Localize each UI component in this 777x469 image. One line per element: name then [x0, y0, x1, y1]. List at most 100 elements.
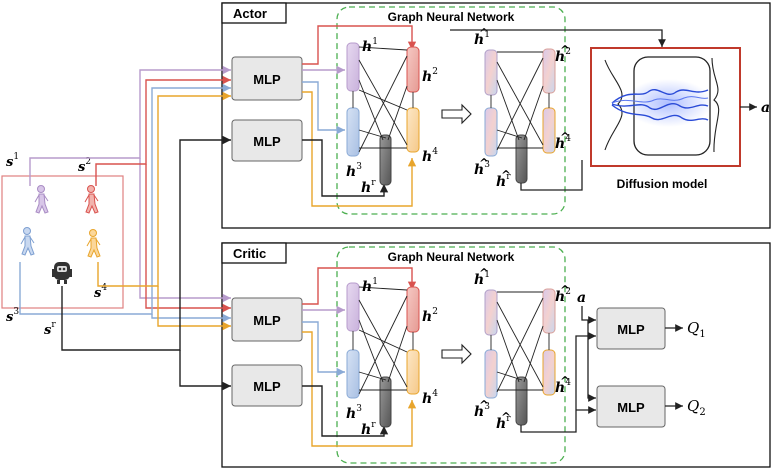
- critic-node-h1: [346, 282, 360, 332]
- critic-node-h3: [346, 349, 360, 399]
- critic-action-label: a: [577, 290, 586, 306]
- critic-label-hat-h3: h3: [474, 402, 490, 420]
- critic-mlp-agents: MLP: [231, 297, 303, 342]
- actor-label-hat-h1: h1: [474, 30, 490, 48]
- critic-out-graph-edges: [490, 291, 550, 393]
- critic-node-hat-h3: [484, 349, 498, 399]
- critic-hat-2: ^: [560, 283, 570, 297]
- diffusion-model-label: Diffusion model: [617, 177, 708, 191]
- critic-node-h4: [406, 349, 420, 395]
- actor-label-h4: h4: [422, 147, 438, 165]
- actor-hat-r: ^: [501, 168, 511, 182]
- actor-mlp-robot: MLP: [231, 119, 303, 162]
- actor-label-hat-h4: h4: [555, 134, 571, 152]
- actor-hat-2: ^: [560, 43, 570, 57]
- critic-node-hr: [379, 376, 392, 428]
- critic-panel: Critic: [221, 242, 771, 468]
- actor-label-h3: h3: [346, 162, 362, 180]
- actor-title: Actor: [233, 6, 267, 21]
- actor-label-hat-h2: h2: [555, 47, 571, 65]
- actor-label-hat-h3: h3: [474, 160, 490, 178]
- actor-node-hat-h2: [542, 48, 556, 94]
- critic-mlp-q1: MLP: [596, 307, 666, 350]
- actor-node-hr: [379, 134, 392, 186]
- actor-out-graph-edges: [490, 51, 550, 151]
- critic-label-hat-h2: h2: [555, 287, 571, 305]
- q2-output-label: Q2: [687, 397, 706, 418]
- critic-label-h3: h3: [346, 404, 362, 422]
- actor-mlp-agents: MLP: [231, 56, 303, 101]
- critic-mlp-q2-label: MLP: [617, 400, 645, 415]
- critic-gnn-title: Graph Neural Network: [388, 250, 515, 264]
- walking-person-icon-blue: [20, 227, 35, 256]
- q1-output-label: Q1: [687, 319, 706, 340]
- scene-panel: [1, 175, 124, 309]
- actor-mlp-robot-label: MLP: [253, 134, 281, 149]
- critic-label-hat-h1: h1: [474, 270, 490, 288]
- critic-node-hat-h2: [542, 288, 556, 334]
- actor-label-h1: h1: [362, 37, 378, 55]
- critic-mlp-robot: MLP: [231, 364, 303, 407]
- critic-label-hr: hr: [361, 420, 376, 438]
- actor-node-hat-h3: [484, 107, 498, 157]
- actor-node-hat-h1: [484, 49, 498, 96]
- actor-node-h3: [346, 107, 360, 157]
- actor-hat-4: ^: [560, 130, 570, 144]
- walking-person-icon-red: [84, 185, 99, 214]
- robot-icon: [52, 262, 72, 284]
- actor-graph-edges: [352, 46, 414, 153]
- critic-q-wires: [520, 306, 596, 433]
- input-wires: [19, 65, 231, 391]
- critic-node-hat-h1: [484, 289, 498, 336]
- actor-label-hr: hr: [361, 178, 376, 196]
- diffusion-model: [590, 47, 741, 167]
- state-label-r: sr: [44, 320, 56, 338]
- critic-title-tab: [221, 242, 287, 264]
- actor-gnn-box: [336, 6, 566, 215]
- actor-hat-1: ^: [479, 26, 489, 40]
- actor-node-hat-h4: [542, 107, 556, 154]
- critic-mlp-q2: MLP: [596, 385, 666, 428]
- hollow-right-arrow-icon: [441, 343, 472, 365]
- critic-node-h2: [406, 286, 420, 333]
- gnn-to-diffusion-wire: [450, 29, 666, 47]
- actor-title-tab: [221, 2, 287, 24]
- critic-mlp-q1-label: MLP: [617, 322, 645, 337]
- actor-node-h2: [406, 46, 420, 93]
- critic-label-hat-h4: h4: [555, 378, 571, 396]
- critic-label-h4: h4: [422, 389, 438, 407]
- actor-mlp-agents-label: MLP: [253, 72, 281, 87]
- critic-label-h1: h1: [362, 277, 378, 295]
- critic-node-hat-h4: [542, 349, 556, 396]
- actor-embed-wires: [302, 25, 417, 207]
- walking-person-icon-orange: [86, 229, 101, 258]
- state-label-4: s4: [94, 283, 107, 301]
- actor-node-h1: [346, 42, 360, 92]
- critic-mlp-agents-label: MLP: [253, 313, 281, 328]
- actor-to-diffusion-wire: [520, 160, 583, 191]
- critic-label-hat-hr: hr: [496, 414, 511, 432]
- actor-label-hat-hr: hr: [496, 172, 511, 190]
- critic-hat-1: ^: [479, 266, 489, 280]
- actor-hat-3: ^: [479, 156, 489, 170]
- critic-embed-wires: [302, 267, 417, 447]
- critic-hat-4: ^: [560, 374, 570, 388]
- state-label-3: s3: [6, 307, 19, 325]
- critic-node-hat-hr: [515, 376, 528, 426]
- critic-title: Critic: [233, 246, 266, 261]
- actor-label-h2: h2: [422, 67, 438, 85]
- hollow-right-arrow-icon: [441, 103, 472, 125]
- critic-mlp-robot-label: MLP: [253, 379, 281, 394]
- critic-gnn-box: [336, 246, 566, 464]
- critic-hat-r: ^: [501, 410, 511, 424]
- actor-panel: Actor: [221, 2, 771, 229]
- state-label-1: s1: [6, 152, 19, 170]
- walking-person-icon-purple: [34, 185, 49, 214]
- critic-hat-3: ^: [479, 398, 489, 412]
- critic-label-h2: h2: [422, 307, 438, 325]
- critic-graph-edges: [352, 286, 414, 395]
- actor-gnn-title: Graph Neural Network: [388, 10, 515, 24]
- actor-node-h4: [406, 107, 420, 153]
- actor-node-hat-hr: [515, 134, 528, 184]
